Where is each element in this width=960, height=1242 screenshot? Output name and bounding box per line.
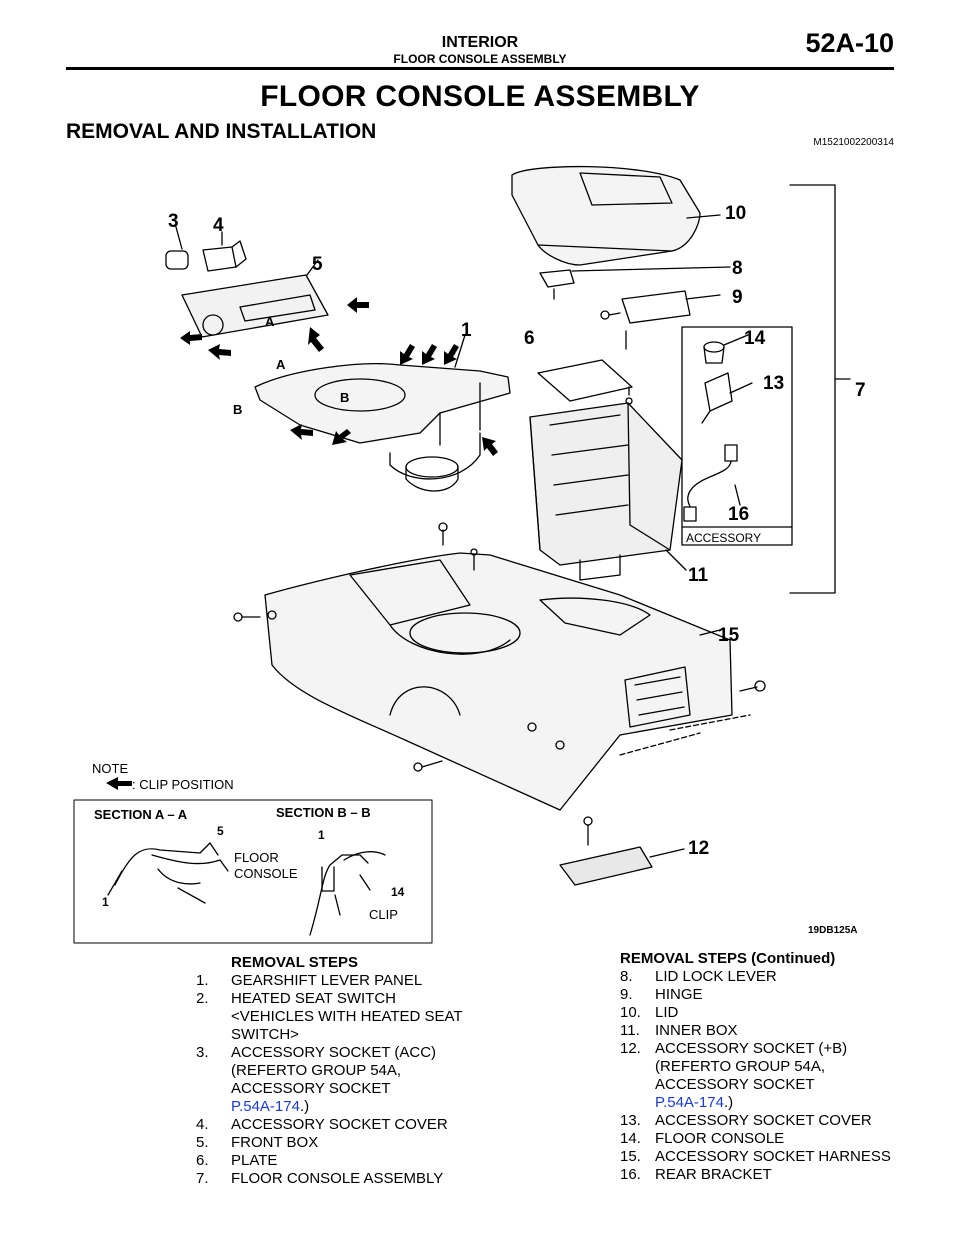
callout-6: 6 bbox=[524, 328, 535, 349]
list-item: 14. FLOOR CONSOLE bbox=[620, 1130, 920, 1148]
header-rule bbox=[66, 67, 894, 70]
callout-4: 4 bbox=[213, 215, 224, 236]
floor-console-label-line1: FLOOR bbox=[234, 850, 279, 865]
step-number: 13. bbox=[620, 1112, 641, 1129]
list-item: 6. PLATE bbox=[196, 1152, 496, 1170]
inset-b-callout-1: 1 bbox=[318, 828, 325, 842]
section-mark-b: B bbox=[340, 390, 350, 405]
step-number: 8. bbox=[620, 968, 633, 985]
step-text: FRONT BOX bbox=[231, 1134, 319, 1151]
section-heading: REMOVAL AND INSTALLATION bbox=[66, 120, 377, 143]
list-item: 10. LID bbox=[620, 1004, 920, 1022]
callout-16: 12 bbox=[688, 838, 710, 859]
callout-14: 15 bbox=[718, 625, 740, 646]
exploded-view-figure: 3 4 5 1 6 10 8 9 14 13 7 16 11 15 12 A A… bbox=[60, 155, 900, 945]
step-number: 4. bbox=[196, 1116, 209, 1133]
step-text: FLOOR CONSOLE ASSEMBLY bbox=[231, 1170, 444, 1187]
step-number: 7. bbox=[196, 1170, 209, 1187]
removal-steps-continued-title: REMOVAL STEPS (Continued) bbox=[620, 950, 836, 967]
callout-12: 13 bbox=[763, 373, 785, 394]
callout-8: 8 bbox=[732, 258, 743, 279]
accessory-label: ACCESSORY bbox=[686, 531, 762, 545]
inset-a-callout-5: 5 bbox=[217, 824, 224, 838]
step-text: PLATE bbox=[231, 1152, 278, 1169]
header-section: INTERIOR bbox=[441, 34, 519, 51]
step-number: 16. bbox=[620, 1166, 641, 1183]
list-item: 5. FRONT BOX bbox=[196, 1134, 496, 1152]
list-item: 8. LID LOCK LEVER bbox=[620, 968, 920, 986]
section-b-title: SECTION B – B bbox=[276, 805, 371, 820]
step-number: 6. bbox=[196, 1152, 209, 1169]
header-subsection: FLOOR CONSOLE ASSEMBLY bbox=[393, 52, 567, 66]
callout-5: 5 bbox=[312, 254, 323, 275]
list-item: 9. HINGE bbox=[620, 986, 920, 1004]
exploded-view-drawing bbox=[73, 165, 851, 944]
note-title: NOTE bbox=[92, 761, 129, 776]
callout-7: 7 bbox=[855, 380, 866, 401]
list-item: 11. INNER BOX bbox=[620, 1022, 920, 1040]
step-number: 10. bbox=[620, 1004, 641, 1021]
section-a-title: SECTION A – A bbox=[94, 807, 188, 822]
callout-3: 3 bbox=[168, 211, 179, 232]
note-text: : CLIP POSITION bbox=[132, 777, 234, 792]
step-number: 11. bbox=[620, 1022, 640, 1039]
step-number: 3. bbox=[196, 1044, 209, 1061]
step-text: GEARSHIFT LEVER PANEL bbox=[231, 972, 423, 989]
list-item: 2. HEATED SEAT SWITCH<VEHICLES WITH HEATE… bbox=[196, 990, 496, 1044]
step-text: ACCESSORY SOCKET (ACC)(REFERTO GROUP 54A… bbox=[231, 1044, 437, 1115]
step-text: FLOOR CONSOLE bbox=[655, 1130, 785, 1147]
section-mark-a: A bbox=[265, 314, 275, 329]
page-title: FLOOR CONSOLE ASSEMBLY bbox=[260, 80, 700, 113]
list-item: 4. ACCESSORY SOCKET COVER bbox=[196, 1116, 496, 1134]
step-text: ACCESSORY SOCKET COVER bbox=[655, 1112, 872, 1129]
step-text: LID bbox=[655, 1004, 679, 1021]
list-item: 15. ACCESSORY SOCKET HARNESS bbox=[620, 1148, 920, 1166]
callout-9: 9 bbox=[732, 287, 743, 308]
step-text: INNER BOX bbox=[655, 1022, 738, 1039]
callout-13: 14 bbox=[744, 328, 766, 349]
section-mark-a: A bbox=[276, 357, 286, 372]
step-text: ACCESSORY SOCKET COVER bbox=[231, 1116, 448, 1133]
inset-a-callout-1: 1 bbox=[102, 895, 109, 909]
callout-10: 10 bbox=[725, 203, 747, 224]
page-number: 52A-10 bbox=[805, 28, 894, 58]
step-number: 1. bbox=[196, 972, 209, 989]
removal-steps-continued: REMOVAL STEPS (Continued) 8. LID LOCK LEV… bbox=[620, 950, 920, 1184]
list-item: 3. ACCESSORY SOCKET (ACC)(REFERTO GROUP 5… bbox=[196, 1044, 496, 1116]
step-number: 15. bbox=[620, 1148, 641, 1165]
callout-11: 11 bbox=[688, 565, 709, 586]
step-number: 5. bbox=[196, 1134, 209, 1151]
step-text: ACCESSORY SOCKET HARNESS bbox=[655, 1148, 891, 1165]
step-number: 2. bbox=[196, 990, 209, 1007]
removal-steps-title: REMOVAL STEPS bbox=[231, 954, 358, 971]
section-mark-b: B bbox=[233, 402, 243, 417]
removal-steps: REMOVAL STEPS 1. GEARSHIFT LEVER PANEL 2.… bbox=[196, 954, 496, 1188]
document-code: M1521002200314 bbox=[813, 137, 894, 148]
reference-link[interactable]: P.54A-174 bbox=[231, 1098, 300, 1115]
list-item: 12. ACCESSORY SOCKET (+B)(REFERTO GROUP 5… bbox=[620, 1040, 920, 1112]
list-item: 13. ACCESSORY SOCKET COVER bbox=[620, 1112, 920, 1130]
step-text: REAR BRACKET bbox=[655, 1166, 772, 1183]
step-text: LID LOCK LEVER bbox=[655, 968, 777, 985]
step-text: HEATED SEAT SWITCH<VEHICLES WITH HEATED … bbox=[231, 990, 463, 1043]
clip-label: CLIP bbox=[369, 907, 398, 922]
step-text: HINGE bbox=[655, 986, 703, 1003]
list-item: 7. FLOOR CONSOLE ASSEMBLY bbox=[196, 1170, 496, 1188]
figure-id: 19DB125A bbox=[808, 925, 858, 936]
step-number: 14. bbox=[620, 1130, 641, 1147]
floor-console-label-line2: CONSOLE bbox=[234, 866, 298, 881]
list-item: 16. REAR BRACKET bbox=[620, 1166, 920, 1184]
list-item: 1. GEARSHIFT LEVER PANEL bbox=[196, 972, 496, 990]
inset-b-callout-14: 14 bbox=[391, 885, 405, 899]
step-number: 12. bbox=[620, 1040, 641, 1057]
reference-link[interactable]: P.54A-174 bbox=[655, 1094, 724, 1111]
step-text: ACCESSORY SOCKET (+B)(REFERTO GROUP 54A,… bbox=[655, 1040, 848, 1111]
callout-1: 1 bbox=[461, 320, 472, 341]
step-number: 9. bbox=[620, 986, 633, 1003]
callout-15: 16 bbox=[728, 504, 750, 525]
